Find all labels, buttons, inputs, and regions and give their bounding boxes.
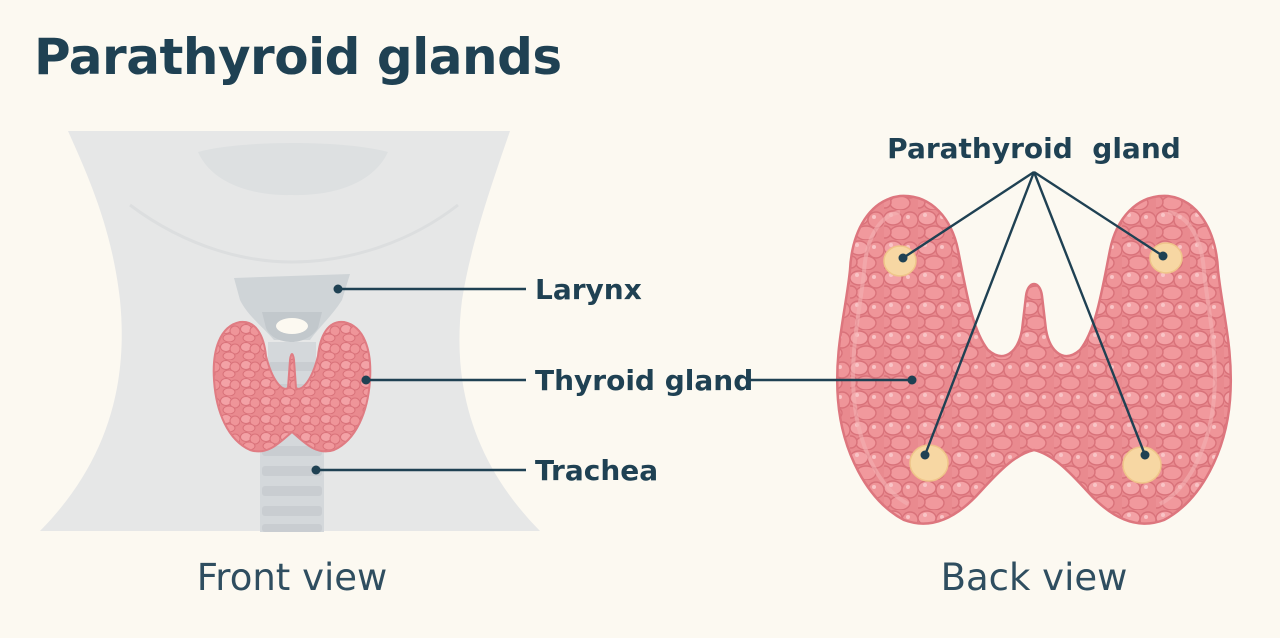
label-parathyroid-gland: Parathyroid gland: [887, 132, 1181, 165]
front-thyroid-gland: [212, 320, 372, 453]
parathyroid-leader-lower-left: [923, 171, 1036, 456]
back-thyroid-marker-dot: [907, 375, 917, 385]
parathyroid-marker-dot-lower-left: [920, 450, 930, 460]
larynx-marker-dot: [333, 284, 343, 294]
parathyroid-marker-dot-upper-right: [1158, 251, 1168, 261]
label-thyroid-gland: Thyroid gland: [535, 364, 753, 397]
trachea: [260, 440, 324, 532]
parathyroid-marker-dot-upper-left: [898, 253, 908, 263]
thyroid-marker-dot: [361, 375, 371, 385]
front-leader-lines: [316, 287, 526, 472]
chin-shape: [198, 143, 388, 196]
parathyroid-leader-upper-left: [902, 170, 1035, 260]
page-title: Parathyroid glands: [34, 28, 562, 86]
label-larynx: Larynx: [535, 273, 642, 306]
front-view-illustration: [40, 131, 540, 532]
back-view-illustration: [835, 194, 1233, 525]
jaw-line: [129, 203, 459, 264]
back-leader-lines: [750, 170, 1164, 456]
parathyroid-leader-upper-right: [1033, 170, 1164, 258]
label-trachea: Trachea: [535, 454, 658, 487]
trachea-marker-dot: [311, 465, 321, 475]
parathyroid-gland-lower-left: [909, 444, 949, 482]
front-view-caption: Front view: [197, 556, 388, 599]
back-view-caption: Back view: [941, 556, 1128, 599]
parathyroid-marker-dot-lower-right: [1140, 450, 1150, 460]
back-thyroid-gland: [835, 194, 1233, 525]
parathyroid-leader-lower-right: [1032, 171, 1147, 456]
